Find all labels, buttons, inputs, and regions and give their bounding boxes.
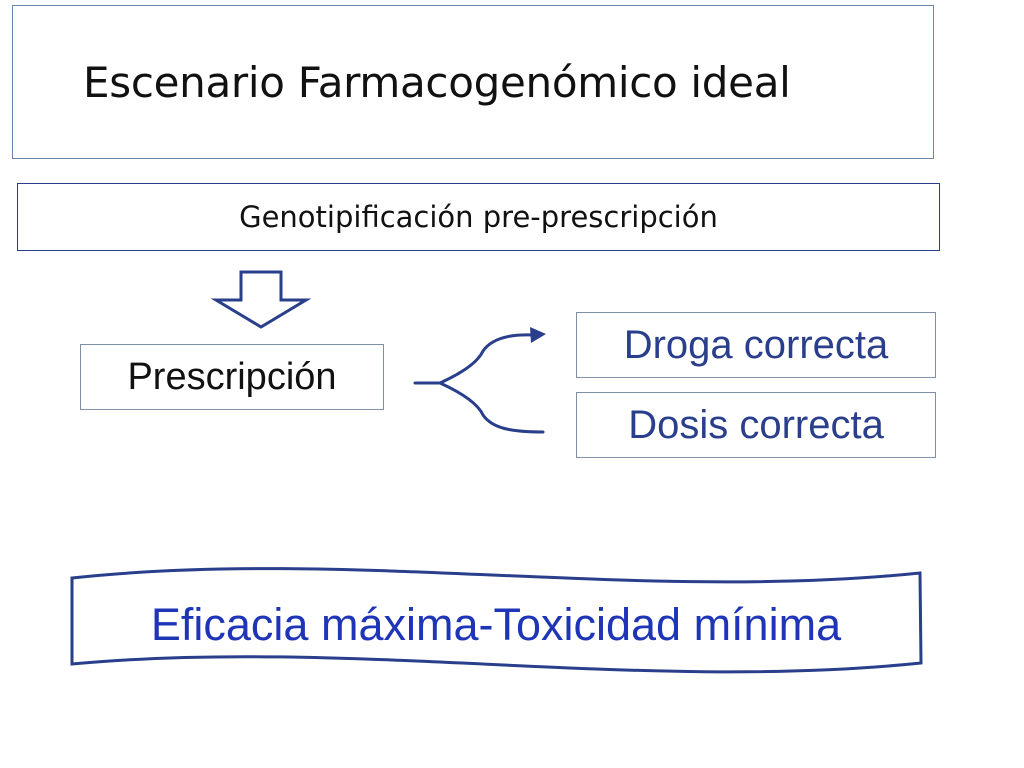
correct-dose-box: Dosis correcta [576,392,936,458]
correct-dose-label: Dosis correcta [628,402,884,447]
branch-arrows-icon [413,333,545,434]
correct-drug-label: Droga correcta [623,322,889,367]
genotyping-label: Genotipificación pre-prescripción [239,200,718,234]
prescription-box: Prescripción [80,344,384,410]
down-arrow-icon [210,270,312,329]
genotyping-box: Genotipificación pre-prescripción [17,183,940,251]
slide-title: Escenario Farmacogenómico ideal [83,57,791,107]
result-banner-shape [70,567,923,674]
correct-drug-box: Droga correcta [576,312,936,378]
title-box: Escenario Farmacogenómico ideal [12,5,934,159]
branch-arrowhead [530,327,546,343]
result-banner-label: Eficacia máxima-Toxicidad mínima [150,599,842,650]
prescription-label: Prescripción [127,355,337,398]
